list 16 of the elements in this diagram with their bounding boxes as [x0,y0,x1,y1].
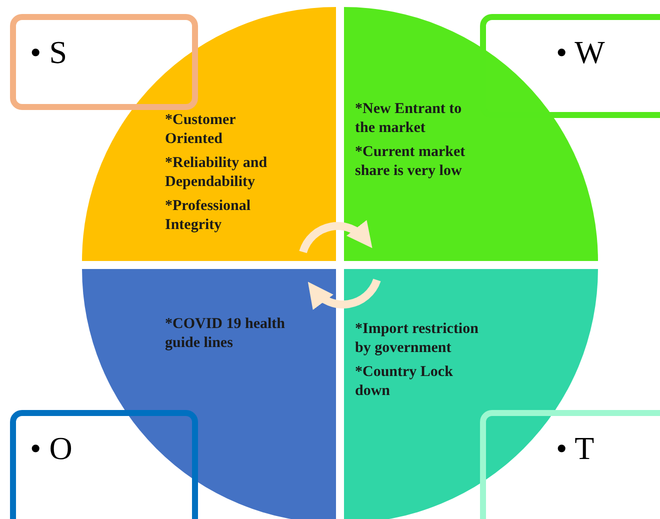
corner-box [480,410,660,519]
bullet-text: *Country Lock down [355,363,454,401]
quadrant-letter: • W [556,36,605,68]
bullet-text: *Customer Oriented [165,111,237,149]
quadrant-letter: • O [30,432,72,464]
bullet-text: *COVID 19 health guide lines [165,315,286,353]
bullet-text: *Current market share is very low [355,143,466,181]
bullet-text: *Professional Integrity [165,197,252,235]
bullet-text: *New Entrant to the market [355,100,463,138]
corner-box [480,14,660,118]
corner-box [10,14,198,110]
corner-box [10,410,198,519]
quadrant-letter: • T [556,432,594,464]
quadrant-letter: • S [30,36,67,68]
bullet-text: *Import restriction by government [355,320,480,358]
bullet-text: *Reliability and Dependability [165,154,268,192]
